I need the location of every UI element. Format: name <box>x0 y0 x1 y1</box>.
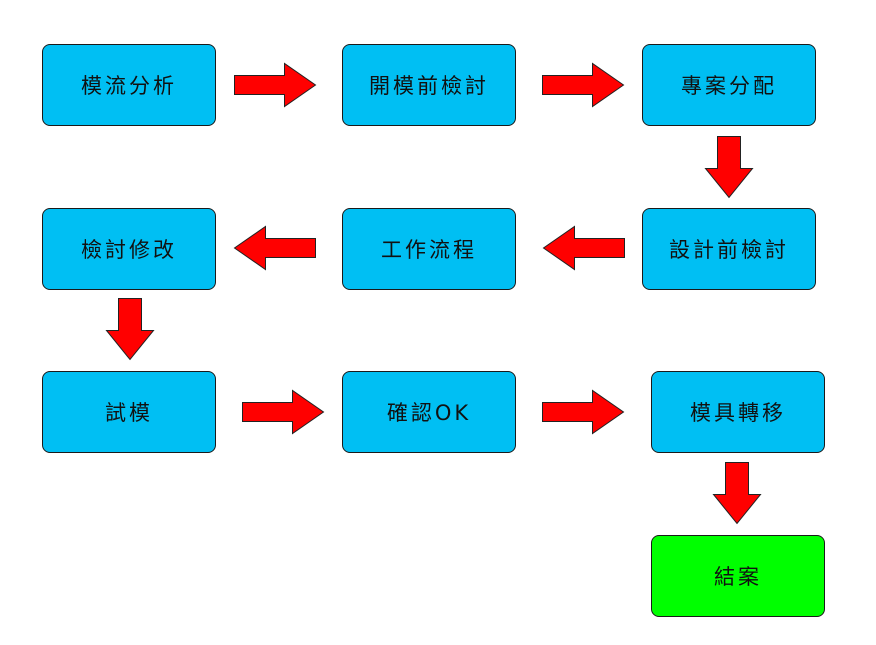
step-label: 工作流程 <box>381 238 477 262</box>
step-pre-design-review: 設計前檢討 <box>642 208 816 290</box>
step-case-closed: 結案 <box>651 535 825 617</box>
step-mold-flow-analysis: 模流分析 <box>42 44 216 126</box>
step-label: 設計前檢討 <box>669 238 789 262</box>
step-label: 檢討修改 <box>81 238 177 262</box>
step-review-modify: 檢討修改 <box>42 208 216 290</box>
step-label: 專案分配 <box>681 74 777 98</box>
step-label: 模具轉移 <box>690 401 786 425</box>
arrow-right-icon <box>542 62 625 108</box>
step-label: 結案 <box>714 565 762 589</box>
step-workflow: 工作流程 <box>342 208 516 290</box>
arrow-right-icon <box>242 389 325 435</box>
step-label: 確認OK <box>386 401 472 425</box>
step-label: 開模前檢討 <box>369 74 489 98</box>
step-project-assignment: 專案分配 <box>642 44 816 126</box>
arrow-right-icon <box>234 62 317 108</box>
step-trial-mold: 試模 <box>42 371 216 453</box>
step-label: 模流分析 <box>81 74 177 98</box>
step-pre-mold-review: 開模前檢討 <box>342 44 516 126</box>
arrow-right-icon <box>542 389 625 435</box>
arrow-down-icon <box>712 462 762 525</box>
step-confirm-ok: 確認OK <box>342 371 516 453</box>
arrow-left-icon <box>233 225 316 271</box>
arrow-down-icon <box>704 136 754 199</box>
arrow-down-icon <box>105 298 155 361</box>
step-mold-transfer: 模具轉移 <box>651 371 825 453</box>
step-label: 試模 <box>105 401 153 425</box>
arrow-left-icon <box>542 225 625 271</box>
